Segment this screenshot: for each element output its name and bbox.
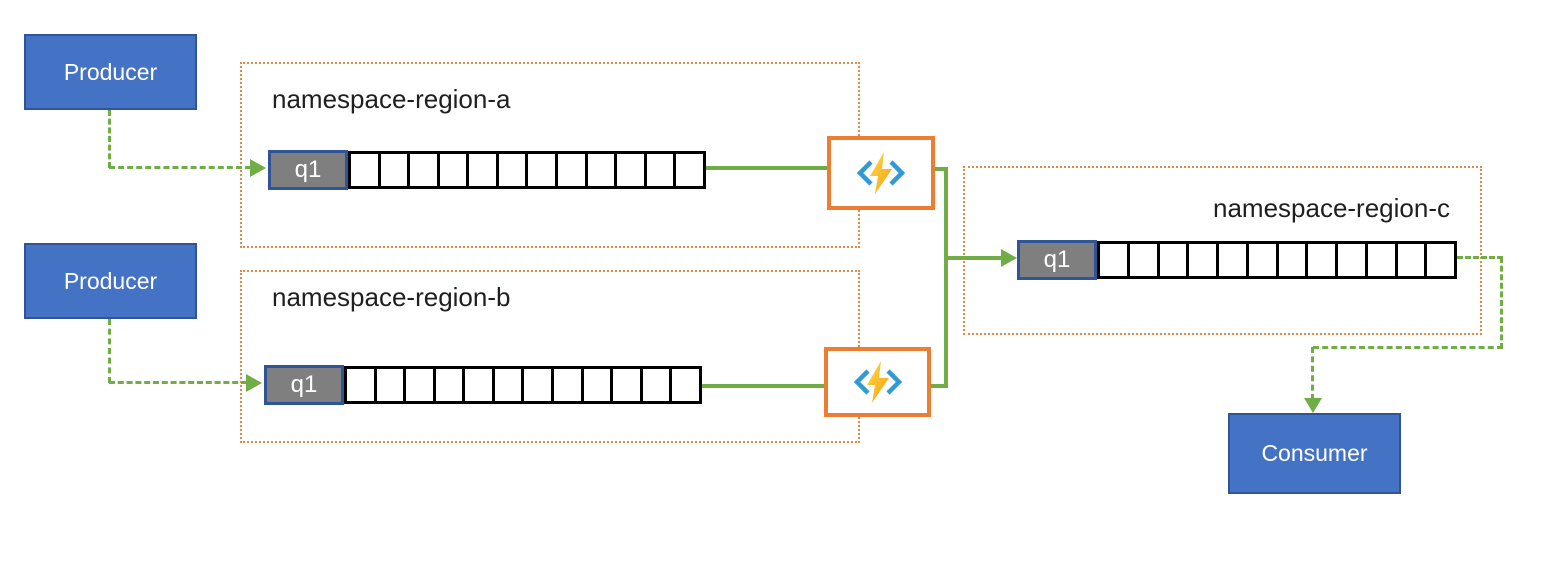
queue-cell — [1397, 244, 1428, 276]
queue-cell — [1278, 244, 1309, 276]
queue-c-label: q1 — [1017, 240, 1097, 280]
queue-cell — [406, 369, 436, 401]
producer-2-connector-horizontal — [109, 381, 247, 384]
queue-c-cells — [1097, 241, 1457, 279]
consumer-connector-vertical — [1311, 347, 1314, 400]
queue-b-cells — [344, 366, 702, 404]
function-app-b — [824, 347, 931, 417]
queue-cell — [469, 154, 499, 186]
connector-function-b-out — [929, 384, 948, 388]
consumer-connector-horizontal — [1313, 346, 1503, 349]
queue-cell — [1367, 244, 1398, 276]
queue-cell — [528, 154, 559, 186]
queue-cell — [376, 369, 407, 401]
arrowhead-into-queue-a — [250, 159, 266, 177]
queue-cell — [672, 369, 699, 401]
arrowhead-into-consumer — [1304, 398, 1322, 413]
region-c-box — [963, 166, 1482, 335]
queue-cell — [583, 369, 614, 401]
queue-cell — [439, 154, 470, 186]
arrowhead-into-queue-b — [246, 374, 262, 392]
connector-merge-vertical — [944, 167, 948, 388]
queue-cell — [410, 154, 440, 186]
consumer-label: Consumer — [1261, 440, 1368, 466]
function-app-a — [827, 136, 935, 210]
queue-cell — [1219, 244, 1249, 276]
region-a-title: namespace-region-a — [272, 84, 511, 114]
consumer-node: Consumer — [1228, 413, 1401, 494]
queue-cell — [642, 369, 673, 401]
queue-c-out-horizontal — [1457, 256, 1503, 259]
queue-cell — [498, 154, 529, 186]
connector-queue-b-to-function-b — [702, 384, 824, 388]
producer-1-node: Producer — [24, 34, 197, 110]
queue-cell — [1248, 244, 1279, 276]
queue-cell — [558, 154, 588, 186]
producer-2-connector-vertical — [108, 319, 111, 383]
producer-1-connector-horizontal — [109, 166, 251, 169]
queue-a-cells — [348, 151, 706, 189]
queue-cell — [1189, 244, 1219, 276]
queue-a: q1 — [268, 150, 706, 190]
queue-cell — [1159, 244, 1190, 276]
queue-cell — [347, 369, 377, 401]
producer-1-label: Producer — [63, 58, 158, 85]
azure-function-icon — [856, 152, 906, 194]
producer-2-label: Producer — [63, 267, 158, 294]
queue-b-label: q1 — [264, 365, 344, 405]
connector-queue-a-to-function-a — [706, 166, 827, 170]
region-c-title: namespace-region-c — [1212, 193, 1450, 223]
queue-cell — [435, 369, 466, 401]
queue-cell — [465, 369, 495, 401]
connector-to-queue-c — [946, 256, 1002, 260]
connector-function-a-out — [933, 167, 948, 171]
azure-function-icon — [853, 361, 902, 403]
queue-cell — [613, 369, 643, 401]
queue-cell — [1427, 244, 1454, 276]
queue-cell — [587, 154, 618, 186]
queue-cell — [617, 154, 647, 186]
queue-cell — [494, 369, 525, 401]
queue-cell — [554, 369, 584, 401]
queue-cell — [1100, 244, 1130, 276]
queue-cell — [524, 369, 555, 401]
queue-cell — [1338, 244, 1368, 276]
queue-a-label: q1 — [268, 150, 348, 190]
queue-cell — [1308, 244, 1338, 276]
queue-c-out-vertical — [1500, 257, 1503, 349]
region-b-title: namespace-region-b — [272, 282, 511, 312]
queue-cell — [676, 154, 703, 186]
queue-cell — [351, 154, 381, 186]
queue-b: q1 — [264, 365, 702, 405]
producer-2-node: Producer — [24, 243, 197, 319]
queue-cell — [380, 154, 411, 186]
queue-c: q1 — [1017, 240, 1457, 280]
queue-cell — [1129, 244, 1160, 276]
queue-cell — [646, 154, 677, 186]
arrowhead-into-queue-c — [1001, 249, 1017, 267]
producer-1-connector-vertical — [108, 110, 111, 168]
